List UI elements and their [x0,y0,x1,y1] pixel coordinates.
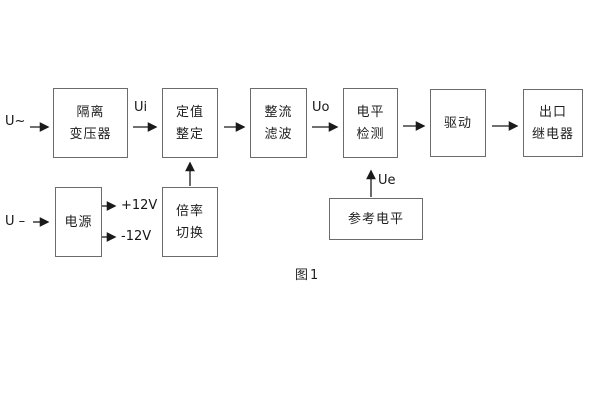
block-line: 定值 [175,104,204,120]
block-power-supply: 电源 [55,187,102,257]
label-signal-ue: Ue [378,173,396,188]
block-drive: 驱动 [430,89,486,157]
block-line: 整定 [175,126,204,142]
block-line: 切换 [175,225,204,241]
block-line: 检测 [356,126,385,142]
block-line: 变压器 [69,126,112,142]
block-line: 整流 [264,104,293,120]
label-minus-12v: -12V [121,229,152,244]
block-line: 电平 [356,104,385,120]
label-input-ac: U~ [5,114,26,129]
block-setpoint-adjust: 定值 整定 [162,88,218,158]
block-rectifier-filter: 整流 滤波 [250,88,307,158]
block-line: 参考电平 [347,211,404,227]
block-line: 滤波 [264,126,293,142]
block-isolation-transformer: 隔离 变压器 [53,88,128,158]
block-line: 电源 [64,214,93,230]
block-output-relay: 出口 继电器 [523,89,583,157]
block-reference-level: 参考电平 [329,198,423,240]
block-line: 倍率 [175,203,204,219]
figure-caption: 图1 [295,268,321,283]
block-line: 驱动 [443,115,472,131]
block-line: 继电器 [531,126,574,142]
label-input-dc: U – [5,214,26,229]
block-level-detection: 电平 检测 [343,88,398,158]
block-line: 隔离 [76,104,105,120]
label-plus-12v: +12V [121,198,158,213]
label-signal-ui: Ui [134,100,148,115]
label-signal-uo: Uo [312,100,330,115]
block-ratio-switch: 倍率 切换 [162,187,218,257]
block-line: 出口 [538,104,567,120]
